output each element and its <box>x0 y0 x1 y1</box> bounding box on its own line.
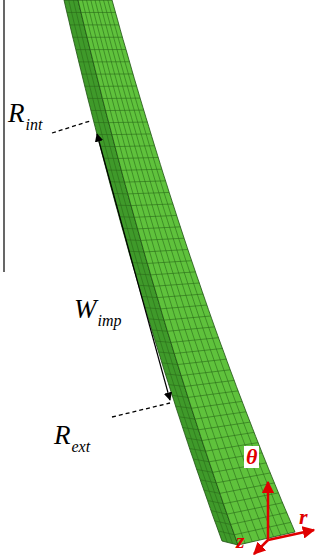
mesh-line <box>67 12 81 13</box>
mesh-line <box>73 37 87 38</box>
mesh-line <box>70 24 84 25</box>
mesh-line <box>119 216 134 218</box>
leader-line <box>112 403 170 417</box>
subscript: imp <box>98 313 122 329</box>
mesh-line <box>142 296 158 297</box>
radius-symbol: R <box>54 422 71 449</box>
mesh-line <box>116 205 131 207</box>
mesh-line <box>113 193 128 194</box>
mesh-line <box>82 74 96 75</box>
mesh-line <box>218 531 234 535</box>
mesh-band <box>64 0 295 545</box>
mesh-line <box>110 181 125 182</box>
width-symbol: W <box>74 296 97 323</box>
mesh-line <box>125 239 140 241</box>
mesh-line <box>79 61 93 62</box>
mesh-line <box>76 49 90 50</box>
mesh-line <box>186 438 202 441</box>
mesh-line <box>94 122 109 123</box>
axis-label: θ <box>244 446 259 468</box>
mesh-line <box>176 406 192 408</box>
mesh-line <box>183 427 199 429</box>
mesh-line <box>91 110 106 111</box>
subscript: int <box>26 117 43 133</box>
mesh-line <box>211 511 227 515</box>
mesh-line <box>100 146 115 147</box>
leader-line <box>52 121 90 133</box>
mesh-line <box>82 0 245 543</box>
outer-face <box>78 0 295 545</box>
mesh-line <box>159 352 175 354</box>
mesh-line <box>91 0 260 540</box>
mesh-line <box>95 0 267 539</box>
radius-symbol: R <box>8 100 25 127</box>
mesh-line <box>139 285 155 286</box>
mesh-line <box>88 98 103 99</box>
mesh-line <box>200 480 216 483</box>
mesh-line <box>135 273 150 275</box>
mesh-line <box>106 169 121 170</box>
mesh-line <box>152 330 168 331</box>
mesh-line <box>190 449 206 452</box>
mesh-line <box>165 374 181 376</box>
mesh-line <box>169 385 185 387</box>
mesh-line <box>103 158 118 159</box>
mesh-line <box>145 308 161 309</box>
mesh-line <box>132 262 147 264</box>
mesh-line <box>197 469 213 472</box>
mesh-line <box>162 363 178 365</box>
mesh-line <box>172 395 188 397</box>
mesh-line <box>207 500 223 503</box>
mesh-line <box>179 417 195 419</box>
mesh-line <box>97 134 112 135</box>
mesh-line <box>108 0 288 534</box>
symmetry-axis <box>3 0 4 272</box>
dimension-arrow <box>97 134 170 400</box>
theta-axis <box>267 482 270 540</box>
mesh-line <box>155 341 171 342</box>
axis-label: z <box>236 530 245 552</box>
r-axis <box>268 530 314 540</box>
mesh-line <box>122 228 137 230</box>
mesh-line <box>85 86 100 87</box>
mesh-line <box>87 0 253 542</box>
mesh-line <box>204 490 220 493</box>
subscript: ext <box>72 439 91 455</box>
mesh-line <box>193 459 209 462</box>
mesh-line <box>215 521 231 525</box>
mesh-line <box>148 319 164 320</box>
mesh-line <box>129 251 144 253</box>
axis-label: r <box>299 506 308 528</box>
z-axis <box>254 540 268 554</box>
